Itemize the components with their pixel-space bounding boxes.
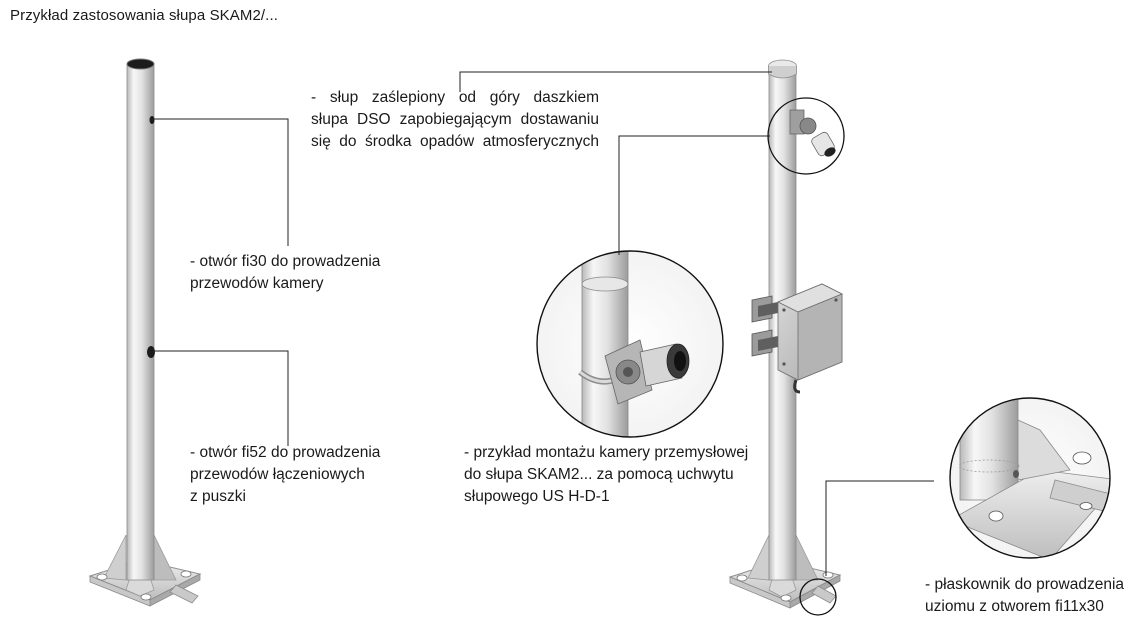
callout-hole-fi30: - otwór fi30 do prowadzenia przewodów ka… (190, 251, 380, 295)
callout-camera-mount-line: słupowego US H-D-1 (464, 488, 610, 505)
callout-hole-fi52-line: - otwór fi52 do prowadzenia (190, 444, 381, 461)
leader-lines (153, 71, 934, 576)
right-pole (728, 59, 845, 616)
hole-fi30-icon (149, 116, 155, 124)
left-pole (88, 58, 202, 607)
flat-bar-zoom-marker (799, 578, 837, 616)
leader-fi30 (153, 118, 289, 246)
callout-hole-fi30-line: przewodów kamery (190, 275, 324, 292)
leader-cap (459, 71, 772, 92)
callout-camera-mount-line: do słupa SKAM2... za pomocą uchwytu (464, 466, 734, 483)
left-pole-open-top (126, 58, 155, 70)
callout-hole-fi30-line: - otwór fi30 do prowadzenia (190, 253, 381, 270)
callout-flat-bar-line: uziomu z otworem fi11x30 (925, 598, 1104, 615)
leader-camera-small (618, 135, 770, 255)
callout-hole-fi52: - otwór fi52 do prowadzenia przewodów łą… (190, 442, 380, 508)
flat-bar-zoom-detail (949, 397, 1111, 559)
electric-box (777, 283, 843, 394)
callout-flat-bar-line: - płaskownik do prowadzenia (925, 576, 1125, 593)
hole-fi52-icon (147, 346, 155, 358)
page-title: Przykład zastosowania słupa SKAM2/... (10, 7, 278, 24)
callout-cap: - słup zaślepiony od góry daszkiem słupa… (311, 87, 599, 153)
callout-hole-fi52-line: z puszki (190, 488, 246, 505)
callout-camera-mount-line: - przykład montażu kamery przemysłowej (464, 444, 749, 461)
callout-cap-line: - słup zaślepiony od góry daszkiem (311, 89, 599, 106)
callout-flat-bar: - płaskownik do prowadzenia uziomu z otw… (925, 574, 1124, 618)
callout-cap-line: się do środka opadów atmosferycznych (311, 133, 599, 150)
leader-flat-bar (825, 480, 934, 576)
camera-zoom-detail (536, 250, 724, 438)
callout-hole-fi52-line: przewodów łączeniowych (190, 466, 365, 483)
leader-fi52 (153, 350, 289, 446)
callout-cap-line: słupa DSO zapobiegającym dostawaniu (311, 111, 599, 128)
pole-brackets (751, 295, 778, 357)
left-pole-tube (126, 63, 155, 581)
callout-camera-mount: - przykład montażu kamery przemysłowej d… (464, 442, 748, 508)
